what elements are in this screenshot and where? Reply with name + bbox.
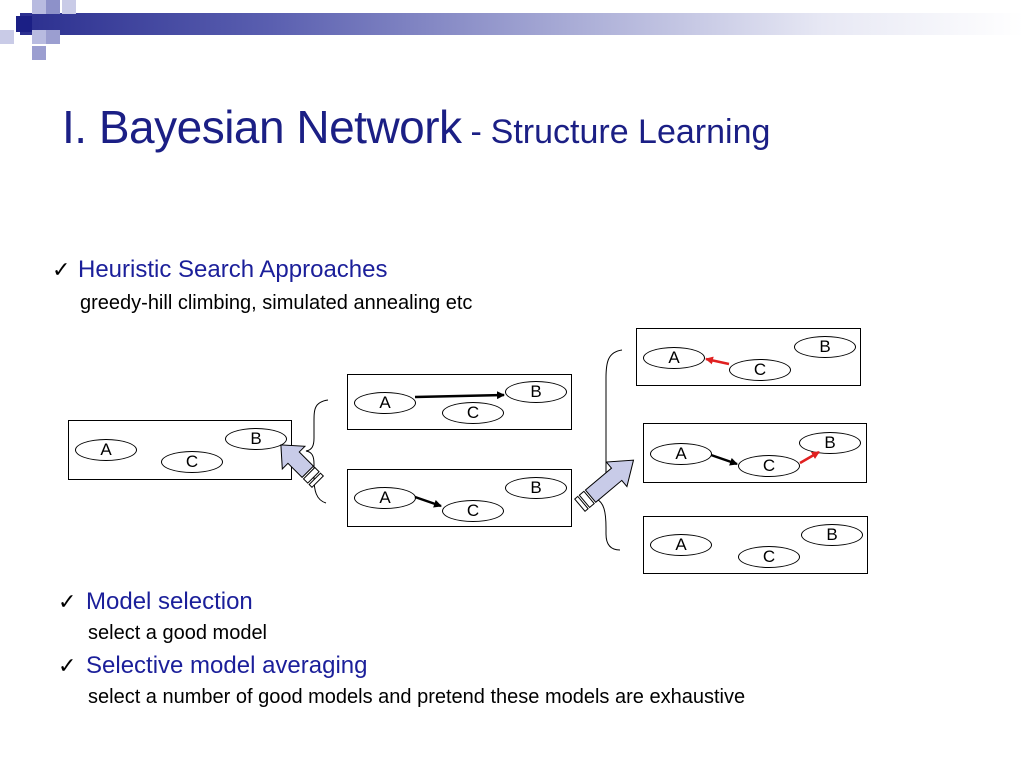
- network-step2-bottom: A C B: [643, 516, 868, 574]
- decor-square-navy: [16, 16, 32, 32]
- title-subtitle: Structure Learning: [490, 113, 771, 151]
- slide-title: I. Bayesian Network - Structure Learning: [62, 100, 770, 154]
- node-a: A: [650, 534, 712, 556]
- node-a: A: [354, 487, 416, 509]
- node-c: C: [442, 402, 504, 424]
- node-b: B: [801, 524, 863, 546]
- title-separator: -: [470, 113, 482, 151]
- title-main: I. Bayesian Network: [62, 101, 462, 153]
- decor-square-lavender: [32, 46, 46, 60]
- network-step2-top: A C B: [636, 328, 861, 386]
- checkmark-icon: ✓: [58, 653, 77, 678]
- node-c: C: [729, 359, 791, 381]
- bullet-heading-model-averaging: Selective model averaging: [86, 652, 368, 679]
- node-b: B: [794, 336, 856, 358]
- node-a: A: [650, 443, 712, 465]
- node-b: B: [505, 477, 567, 499]
- header-gradient-bar: [20, 13, 1024, 35]
- node-a: A: [75, 439, 137, 461]
- decor-square-lavender: [0, 30, 14, 44]
- brace-step2: [594, 349, 623, 551]
- checkmark-icon: ✓: [58, 589, 77, 614]
- node-c: C: [442, 500, 504, 522]
- node-b: B: [505, 381, 567, 403]
- network-initial: A C B: [68, 420, 292, 480]
- decor-square-lavender: [46, 0, 60, 14]
- network-step1-top: A C B: [347, 374, 572, 430]
- network-step1-bottom: A C B: [347, 469, 572, 527]
- node-a: A: [354, 392, 416, 414]
- network-step2-middle: A C B: [643, 423, 867, 483]
- decor-square-lavender: [46, 30, 60, 44]
- decor-square-lavender: [62, 0, 76, 14]
- node-b: B: [225, 428, 287, 450]
- bullet-text-model-averaging: select a number of good models and prete…: [88, 686, 746, 708]
- node-b: B: [799, 432, 861, 454]
- node-a: A: [643, 347, 705, 369]
- node-c: C: [738, 455, 800, 477]
- bullet-heading-model-selection: Model selection: [86, 588, 253, 615]
- bullet-text-model-selection: select a good model: [88, 622, 268, 644]
- decor-square-lavender: [32, 0, 46, 14]
- checkmark-icon: ✓: [52, 257, 71, 282]
- decor-square-lavender: [32, 30, 46, 44]
- bullet-text-heuristic: greedy-hill climbing, simulated annealin…: [80, 292, 473, 314]
- node-c: C: [161, 451, 223, 473]
- node-c: C: [738, 546, 800, 568]
- brace-step1: [305, 399, 329, 504]
- bullet-heading-heuristic: Heuristic Search Approaches: [78, 256, 388, 283]
- big-arrow-step2: [574, 459, 635, 512]
